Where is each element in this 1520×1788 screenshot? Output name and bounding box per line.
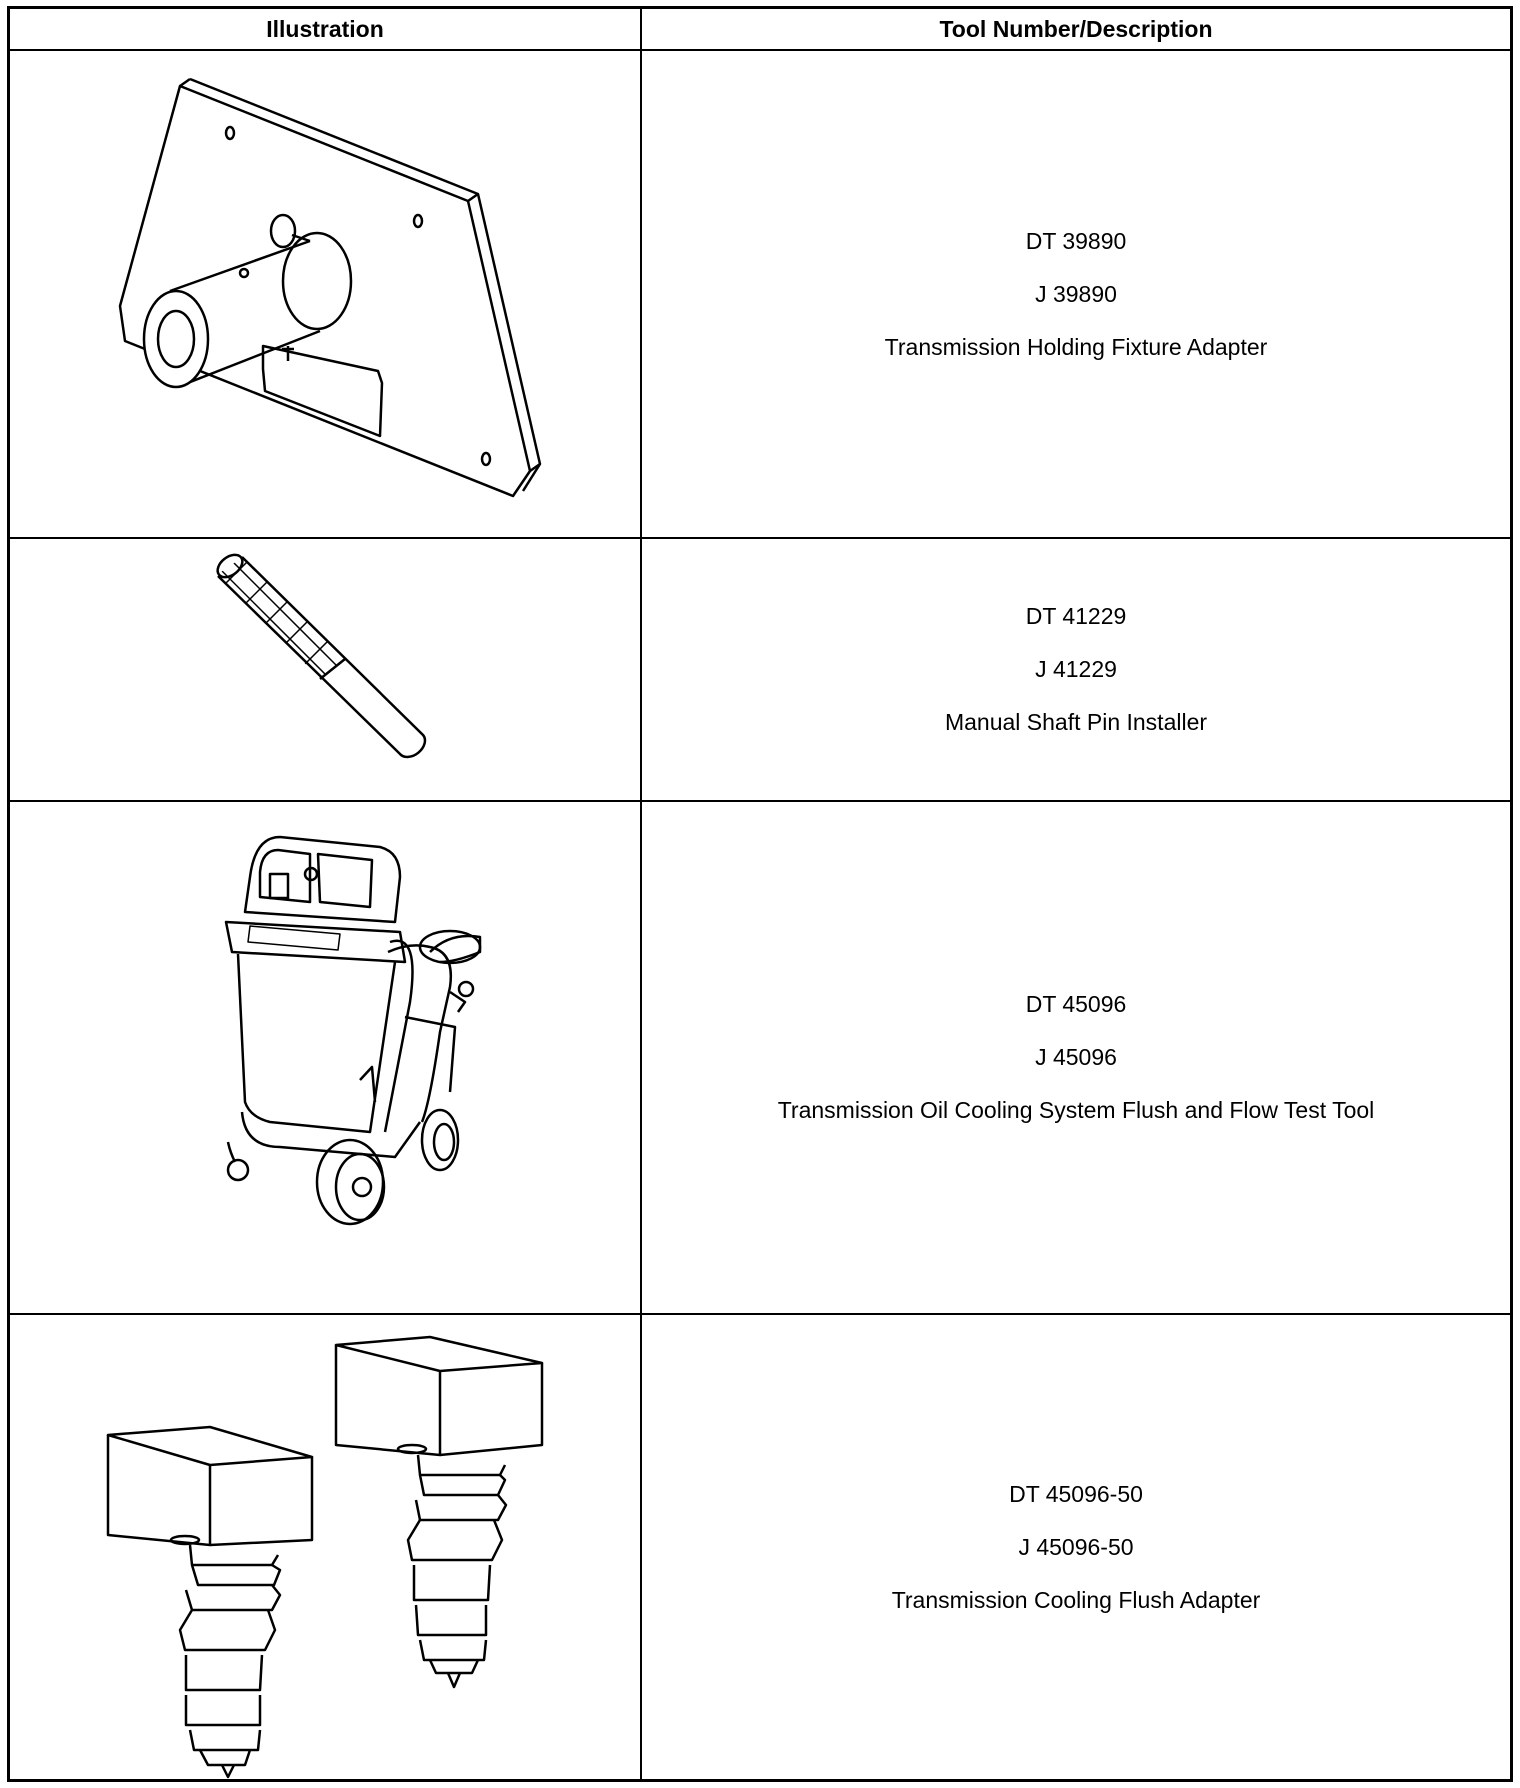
illustration-cell — [10, 802, 640, 1313]
dt-number: DT 39890 — [1025, 227, 1127, 254]
header-illustration: Illustration — [10, 9, 640, 51]
tool-description: Transmission Oil Cooling System Flush an… — [777, 1097, 1375, 1123]
flush-adapter-illustration — [106, 1335, 544, 1779]
left-adapter — [106, 1425, 314, 1779]
dt-number: DT 41229 — [1025, 603, 1127, 629]
table-row: DT 39890 J 39890 Transmission Holding Fi… — [10, 51, 1510, 539]
table-row: DT 41229 J 41229 Manual Shaft Pin Instal… — [10, 539, 1510, 802]
tool-table: Illustration Tool Number/Description — [7, 6, 1513, 1782]
description-cell: DT 39890 J 39890 Transmission Holding Fi… — [642, 51, 1510, 537]
j-number: J 41229 — [1035, 656, 1117, 682]
right-adapter — [334, 1335, 544, 1689]
column-divider — [640, 9, 642, 1779]
dt-number: DT 45096-50 — [1009, 1480, 1143, 1507]
dt-number: DT 45096 — [1025, 991, 1127, 1017]
table-row: DT 45096-50 J 45096-50 Transmission Cool… — [10, 1315, 1510, 1779]
illustration-cell — [10, 51, 640, 537]
illustration-cell — [10, 1315, 640, 1779]
description-cell: DT 45096 J 45096 Transmission Oil Coolin… — [642, 802, 1510, 1313]
j-number: J 45096 — [1035, 1044, 1117, 1070]
table-row: DT 45096 J 45096 Transmission Oil Coolin… — [10, 802, 1510, 1315]
tool-description: Transmission Holding Fixture Adapter — [884, 333, 1268, 360]
tool-description: Transmission Cooling Flush Adapter — [891, 1586, 1261, 1613]
description-cell: DT 45096-50 J 45096-50 Transmission Cool… — [642, 1315, 1510, 1779]
pin-installer-illustration — [216, 553, 427, 759]
header-tool-number: Tool Number/Description — [642, 9, 1510, 51]
j-number: J 45096-50 — [1018, 1533, 1134, 1560]
j-number: J 39890 — [1035, 280, 1117, 307]
flush-machine-illustration — [224, 835, 482, 1226]
tool-description: Manual Shaft Pin Installer — [944, 709, 1208, 735]
description-cell: DT 41229 J 41229 Manual Shaft Pin Instal… — [642, 539, 1510, 800]
illustration-cell — [10, 539, 640, 800]
holding-fixture-adapter-illustration — [118, 77, 542, 498]
